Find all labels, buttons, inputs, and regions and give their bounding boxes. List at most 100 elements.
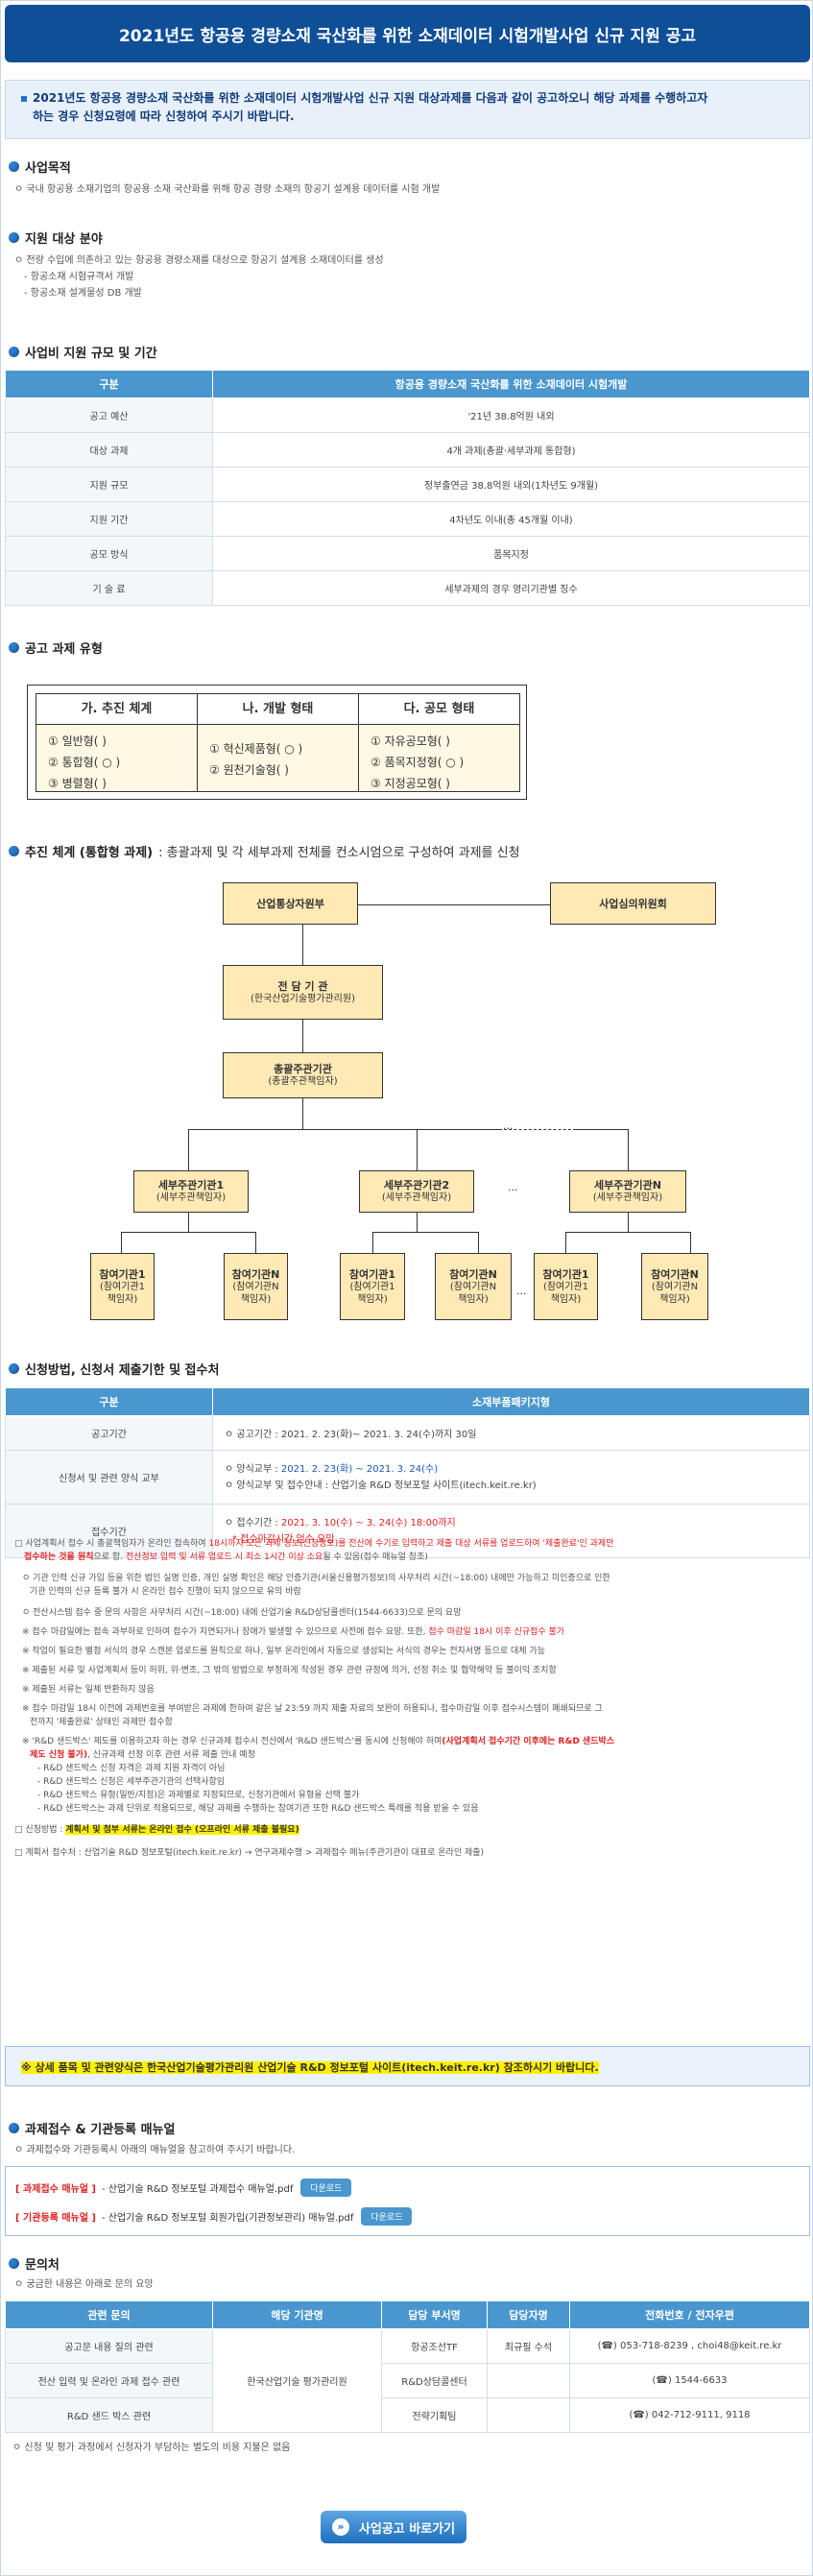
- bullet-ball-icon: [9, 846, 19, 856]
- manual-row: [ 과제접수 매뉴얼 ] - 산업기술 R&D 정보포털 과제접수 매뉴얼.pdf…: [15, 2175, 800, 2200]
- org-dots: ···: [516, 1288, 527, 1300]
- org-label: 세부주관기관2: [383, 1179, 450, 1192]
- type-option: ② 통합형( ○ ): [48, 756, 121, 769]
- type-option: ③ 지정공모형( ): [371, 777, 450, 790]
- double-chevron-right-icon: »: [331, 2518, 349, 2536]
- org-sublabel: 책임자): [357, 1293, 388, 1305]
- type-option: ① 혁신제품형( ○ ): [209, 742, 303, 756]
- type-option: ② 품목지정형( ○ ): [371, 756, 465, 769]
- note-line: □ 신청방법 : 계획서 및 첨부 서류는 온라인 접수 (오프라인 서류 제출…: [14, 1825, 299, 1835]
- org-box-committee: 사업심의위원회: [550, 882, 716, 925]
- manual-file-name: - 산업기술 R&D 정보포털 회원가입(기관정보관리) 매뉴얼.pdf: [102, 2212, 354, 2224]
- contact-foot: ㅇ 신청 및 평가 과정에서 신청자가 부담하는 별도의 비용 지불은 없음: [12, 2443, 291, 2453]
- org-sublabel: (세부주관책임자): [155, 1192, 227, 1203]
- table-header: 구분: [5, 1387, 213, 1416]
- page-title: 2021년도 항공용 경량소재 국산화를 위한 소재데이터 시험개발사업 신규 …: [5, 5, 810, 62]
- type-box: 가. 추진 체계 ① 일반형( ) ② 통합형( ○ ) ③ 병렬형( ): [36, 693, 198, 792]
- type-box: 다. 공모 형태 ① 자유공모형( ) ② 품목지정형( ○ ) ③ 지정공모형…: [358, 693, 520, 792]
- purpose-text: ㅇ 국내 항공용 소재기업의 항공용 소재 국산화를 위해 항공 경량 소재의 …: [14, 184, 441, 195]
- note-line: □ 사업계획서 접수 시 총괄책임자가 온라인 접속하여 18시까지 모든 과제…: [14, 1539, 614, 1549]
- manual-tag: [ 기관등록 매뉴얼 ]: [15, 2212, 96, 2224]
- contact-info: (☎) 042-712-9111, 9118: [569, 2397, 810, 2433]
- note-line: ※ 제출된 서류 및 사업계획서 등이 허위, 위·변조, 그 밖의 방법으로 …: [22, 1666, 557, 1675]
- section-apply: 신청방법, 신청서 제출기한 및 접수처: [9, 1360, 219, 1378]
- go-label: 사업공고 바로가기: [358, 2521, 456, 2537]
- manual-file-name: - 산업기술 R&D 정보포털 과제접수 매뉴얼.pdf: [102, 2183, 294, 2195]
- row-label: 전산 입력 및 온라인 과제 접수 관련: [5, 2363, 213, 2398]
- org-sublabel: (참여기관N: [651, 1281, 699, 1292]
- org-sublabel: 책임자): [458, 1293, 489, 1305]
- note-line: 제도 신청 불가), 신규과제 선정 이후 관련 서류 제출 안내 예정: [30, 1750, 255, 1760]
- value-date: 2021. 2. 23(화) ~ 2021. 3. 24(수): [280, 1463, 439, 1475]
- section-target: 지원 대상 분야: [9, 229, 103, 247]
- table-header: 소재부품패키지형: [212, 1387, 810, 1416]
- section-title: 사업목적: [25, 161, 71, 176]
- type-option: ① 일반형( ): [48, 734, 107, 748]
- target-line: - 항공소재 설계물성 DB 개발: [24, 288, 142, 299]
- type-box-head: 가. 추진 체계: [36, 694, 197, 725]
- note-subline: - R&D 샌드박스 신청 자격은 과제 지원 자격이 아님: [37, 1764, 226, 1773]
- info-box: ※ 상세 품목 및 관련양식은 한국산업기술평가관리원 산업기술 R&D 정보포…: [5, 2046, 810, 2086]
- org-sublabel: 책임자): [550, 1293, 582, 1305]
- section-type: 공고 과제 유형: [9, 638, 103, 657]
- manual-box: [ 과제접수 매뉴얼 ] - 산업기술 R&D 정보포털 과제접수 매뉴얼.pdf…: [5, 2166, 810, 2236]
- row-value: 품목지정: [212, 536, 810, 571]
- info-text: ※ 상세 품목 및 관련양식은 한국산업기술평가관리원 산업기술 R&D 정보포…: [21, 2061, 599, 2074]
- note-line: ※ 접수 마감일 18시 이전에 과제번호를 부여받은 과제에 한하여 같은 날…: [22, 1704, 603, 1714]
- target-line: - 항공소재 시험규격서 개발: [24, 272, 134, 282]
- bullet-ball-icon: [9, 2123, 19, 2133]
- manual-row: [ 기관등록 매뉴얼 ] - 산업기술 R&D 정보포털 회원가입(기관정보관리)…: [15, 2203, 800, 2228]
- section-title: 공고 과제 유형: [25, 642, 103, 657]
- row-label: 공고기간: [5, 1415, 213, 1451]
- download-button[interactable]: 다운로드: [361, 2206, 413, 2226]
- note-line: ㅇ 기관 인력 신규 가입 등을 위한 법인 실명 인증, 개인 실명 확인은 …: [22, 1574, 610, 1583]
- note-line: ※ 제출된 서류는 일체 반환하지 않음: [22, 1685, 155, 1695]
- value-text: ㅇ 양식교부 및 접수안내 : 산업기술 R&D 정보포털 사이트(itech.…: [225, 1480, 537, 1491]
- note-line: ※ 작업이 필요한 별첨 서식의 경우 스캔본 업로드를 원칙으로 하나, 일부…: [22, 1647, 546, 1656]
- row-label: 지원 규모: [5, 467, 213, 502]
- row-label: 공고문 내용 질의 관련: [5, 2328, 213, 2364]
- square-bullet-icon: [21, 95, 27, 102]
- manual-tag: [ 과제접수 매뉴얼 ]: [15, 2183, 96, 2195]
- row-value: ㅇ 양식교부 : 2021. 2. 23(화) ~ 2021. 3. 24(수)…: [212, 1450, 810, 1505]
- download-button[interactable]: 다운로드: [300, 2178, 352, 2197]
- bullet-ball-icon: [9, 161, 19, 172]
- org-label: 참여기관N: [449, 1267, 497, 1281]
- section-title: 사업비 지원 규모 및 기간: [25, 347, 157, 361]
- org-sublabel: (참여기관N: [449, 1281, 497, 1292]
- type-box-group: 가. 추진 체계 ① 일반형( ) ② 통합형( ○ ) ③ 병렬형( ) 나.…: [27, 685, 527, 800]
- dept-name: 항공조선TF: [381, 2328, 488, 2364]
- section-title: 과제접수 & 기관등록 매뉴얼: [25, 2123, 176, 2137]
- section-title: 신청방법, 신청서 제출기한 및 접수처: [25, 1363, 220, 1378]
- note-line: ※ 'R&D 샌드박스' 제도를 이용하고자 하는 경우 신규과제 접수시 전산…: [22, 1737, 615, 1746]
- row-label: 기 술 료: [5, 570, 213, 606]
- row-label: R&D 샌드 박스 관련: [5, 2397, 213, 2433]
- org-sublabel: (총괄주관책임자): [268, 1076, 338, 1087]
- contact-text: ㅇ 궁금한 내용은 아래로 문의 요망: [14, 2279, 154, 2290]
- section-title: 추진 체계 (통합형 과제): [25, 846, 154, 860]
- org-label: 참여기관1: [542, 1267, 589, 1281]
- row-value: 4차년도 이내(총 45개월 이내): [212, 501, 810, 537]
- org-box-sub-2: 세부주관기관2(세부주관책임자): [359, 1170, 474, 1213]
- org-box-sub-n: 세부주관기관N(세부주관책임자): [569, 1170, 686, 1213]
- org-sublabel: (참여기관1: [349, 1281, 395, 1292]
- org-dots: ···: [508, 1184, 518, 1196]
- dept-name: 전략기획팀: [381, 2397, 488, 2433]
- row-label: 대상 과제: [5, 432, 213, 468]
- go-notice-button[interactable]: » 사업공고 바로가기: [321, 2511, 466, 2543]
- org-dots: ···: [503, 1122, 514, 1135]
- dept-name: R&D상담콜센터: [381, 2363, 488, 2398]
- table-header: 전화번호 / 전자우편: [569, 2300, 810, 2329]
- org-box-main: 총괄주관기관(총괄주관책임자): [223, 1052, 383, 1098]
- target-text: ㅇ 전량 수입에 의존하고 있는 항공용 경량소재를 대상으로 항공기 설계용 …: [14, 253, 384, 301]
- row-label: 접수기간: [5, 1504, 213, 1558]
- row-value: ㅇ 접수기간 : 2021. 3. 10(수) ~ 3. 24(수) 18:00…: [212, 1504, 810, 1558]
